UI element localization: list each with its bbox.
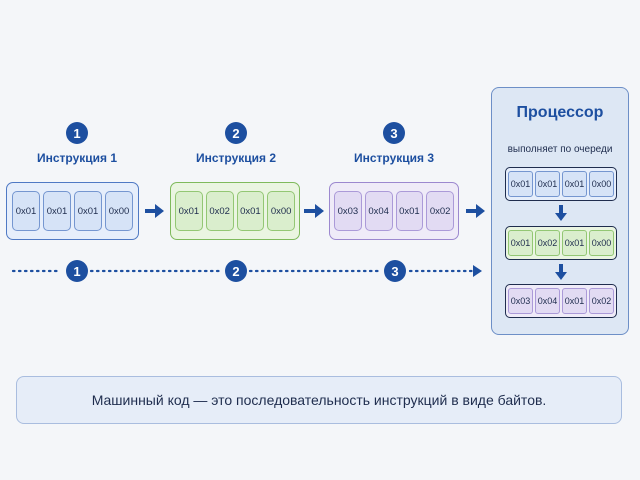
byte-cell: 0x01 [562,288,587,314]
arrow-down-icon [555,205,567,221]
byte-cell: 0x00 [105,191,133,231]
timeline-arrow-icon [473,265,482,277]
byte-cell: 0x00 [589,230,614,256]
processor-queue-item-1: 0x01 0x01 0x01 0x00 [505,167,617,201]
byte-cell: 0x01 [43,191,71,231]
byte-cell: 0x02 [426,191,454,231]
byte-cell: 0x01 [535,171,560,197]
processor-queue-item-2: 0x01 0x02 0x01 0x00 [505,226,617,260]
caption: Машинный код — это последовательность ин… [16,376,622,424]
processor-queue-item-3: 0x03 0x04 0x01 0x02 [505,284,617,318]
byte-cell: 0x00 [267,191,295,231]
byte-cell: 0x01 [175,191,203,231]
instruction-1-number: 1 [66,122,88,144]
instruction-2-title: Инструкция 2 [195,151,277,165]
byte-cell: 0x01 [508,230,533,256]
processor-subtitle: выполняет по очереди [507,144,613,155]
byte-cell: 0x02 [535,230,560,256]
byte-cell: 0x01 [236,191,265,231]
byte-cell: 0x01 [562,230,587,256]
byte-cell: 0x04 [364,191,393,231]
arrow-right-icon [304,204,324,218]
instruction-1-bytes: 0x01 0x01 0x01 0x00 [6,182,139,240]
arrow-down-icon [555,264,567,280]
byte-cell: 0x00 [589,171,614,197]
instruction-3-bytes: 0x03 0x04 0x01 0x02 [329,182,459,240]
timeline-marker-1: 1 [66,260,88,282]
timeline-marker-2: 2 [225,260,247,282]
byte-cell: 0x01 [12,191,40,231]
instruction-2-bytes: 0x01 0x02 0x01 0x00 [170,182,300,240]
byte-cell: 0x03 [508,288,533,314]
arrow-right-icon [145,204,164,218]
byte-cell: 0x04 [535,288,560,314]
instruction-1-title: Инструкция 1 [36,151,118,165]
byte-cell: 0x02 [205,191,234,231]
instruction-3-number: 3 [383,122,405,144]
processor-panel: Процессор выполняет по очереди 0x01 0x01… [491,87,629,335]
byte-cell: 0x03 [334,191,362,231]
arrow-right-icon [466,204,485,218]
instruction-2-number: 2 [225,122,247,144]
byte-cell: 0x01 [508,171,533,197]
timeline-marker-3: 3 [384,260,406,282]
byte-cell: 0x01 [562,171,587,197]
instruction-3-title: Инструкция 3 [353,151,435,165]
processor-title: Процессор [516,104,604,121]
byte-cell: 0x02 [589,288,614,314]
byte-cell: 0x01 [74,191,102,231]
byte-cell: 0x01 [395,191,424,231]
